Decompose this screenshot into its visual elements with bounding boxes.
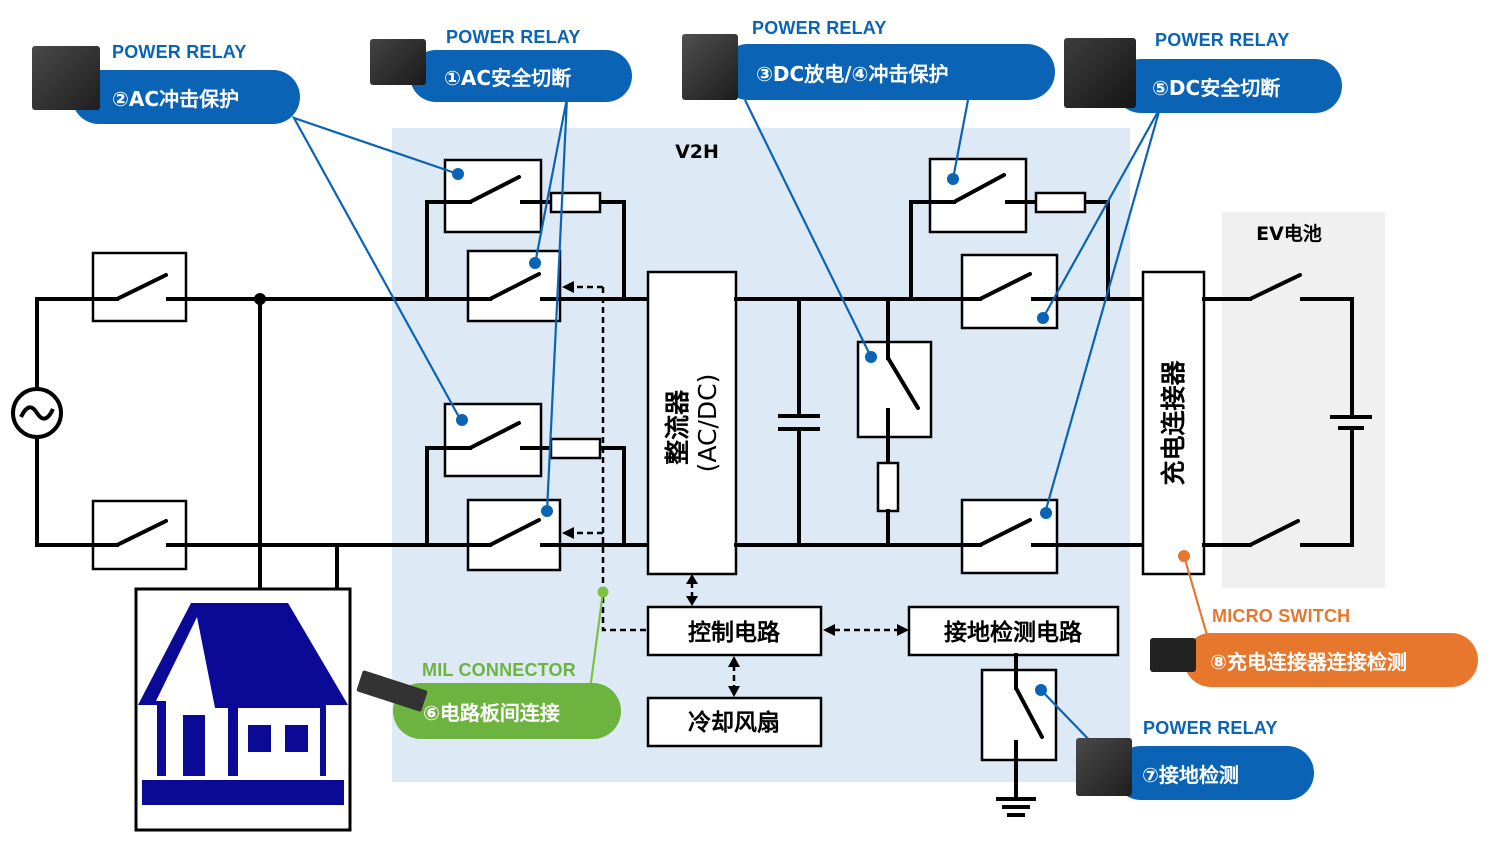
ac-safety-relay-top bbox=[466, 249, 562, 323]
callout-label: ⑤DC安全切断 bbox=[1114, 59, 1342, 113]
callout-type: MIL CONNECTOR bbox=[422, 660, 576, 680]
cooling-fan-label: 冷却风扇 bbox=[688, 709, 780, 736]
callout-label: ①AC安全切断 bbox=[410, 50, 632, 102]
power-relay-product-icon bbox=[32, 46, 100, 110]
dc-surge-relay bbox=[909, 157, 1110, 301]
control-circuit-block: 控制电路 bbox=[646, 605, 823, 657]
ac-source bbox=[11, 297, 97, 547]
power-relay-product-icon bbox=[1064, 38, 1136, 108]
ev-battery-region bbox=[1222, 212, 1385, 588]
power-relay-product-icon bbox=[1076, 738, 1132, 796]
grid-switch-bottom bbox=[91, 499, 188, 571]
ground-detect-circuit-label: 接地检测电路 bbox=[944, 619, 1083, 646]
rectifier-block: 整流器 (AC/DC) bbox=[646, 270, 738, 576]
callout-type: MICRO SWITCH bbox=[1212, 606, 1351, 626]
callout-label: ⑥电路板间连接 bbox=[393, 683, 621, 739]
v2h-label: V2H bbox=[675, 141, 719, 163]
callout-label: ②AC冲击保护 bbox=[72, 70, 300, 124]
callout-type: POWER RELAY bbox=[1155, 30, 1290, 50]
callout-label: ③DC放电/④冲击保护 bbox=[720, 44, 1055, 100]
cooling-fan-block: 冷却风扇 bbox=[646, 696, 823, 748]
callout-label: ⑦接地检测 bbox=[1114, 746, 1314, 800]
house-icon bbox=[134, 587, 352, 832]
ev-battery-label: EV电池 bbox=[1256, 222, 1322, 245]
callout-type: POWER RELAY bbox=[112, 42, 247, 62]
callout-type: POWER RELAY bbox=[752, 18, 887, 38]
rectifier-label: 整流器 (AC/DC) bbox=[663, 374, 722, 473]
leader-lines bbox=[291, 97, 1209, 747]
micro-switch-product-icon bbox=[1150, 638, 1196, 672]
power-relay-product-icon bbox=[370, 39, 426, 85]
charging-connector-label: 充电连接器 bbox=[1159, 360, 1188, 486]
ground-detect-relay bbox=[980, 653, 1058, 817]
charging-connector-block: 充电连接器 bbox=[1141, 270, 1206, 576]
ev-battery-circuit bbox=[1202, 273, 1372, 547]
callout-type: POWER RELAY bbox=[1143, 718, 1278, 738]
grid-switch-top bbox=[91, 251, 188, 323]
capacitor-icon bbox=[778, 297, 820, 547]
ground-detect-circuit-block: 接地检测电路 bbox=[907, 605, 1120, 657]
callout-label: ⑧充电连接器连接检测 bbox=[1184, 633, 1478, 687]
control-circuit-label: 控制电路 bbox=[688, 619, 781, 646]
callout-type: POWER RELAY bbox=[446, 27, 581, 47]
power-relay-product-icon bbox=[682, 34, 738, 100]
